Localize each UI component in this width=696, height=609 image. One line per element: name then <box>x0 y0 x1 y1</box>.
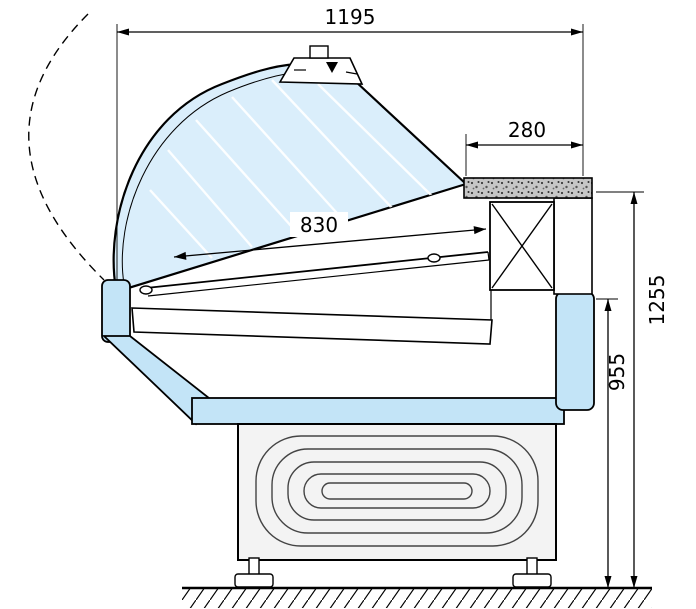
lower-band <box>191 397 565 425</box>
pivot-bolt-left <box>139 285 153 295</box>
glass-reflection-streaks <box>149 79 433 259</box>
display-deck <box>131 307 493 345</box>
dimension-label-1255: 1255 <box>645 275 669 326</box>
dimension-worktop-height: 955 <box>596 298 629 588</box>
rear-panel <box>555 291 595 411</box>
adjustable-feet <box>234 557 552 588</box>
machine-base <box>237 423 557 561</box>
dimension-label-830: 830 <box>300 213 338 237</box>
ground-hatching <box>182 589 652 608</box>
dimension-deck-length: 830 <box>173 212 487 260</box>
case-body-panels <box>101 279 595 426</box>
glass-inner-edge <box>121 71 299 285</box>
ventilation-grille <box>255 435 539 547</box>
rear-wall <box>553 197 593 295</box>
ground-line <box>182 586 652 608</box>
speckled-counter-top <box>463 177 593 199</box>
rear-counter-structure <box>463 177 593 295</box>
dimension-overall-width: 1195 <box>116 5 584 280</box>
canopy-arrow-mark <box>326 62 338 73</box>
glass-swing-open-path <box>28 13 105 281</box>
dimension-label-1195: 1195 <box>325 5 376 29</box>
curved-glass-front <box>112 62 468 292</box>
glass-support-arm <box>139 251 492 320</box>
dimension-rear-depth: 280 <box>465 118 583 176</box>
front-bumper <box>101 279 131 343</box>
dimension-overall-height: 1255 <box>596 191 669 588</box>
dimension-label-280: 280 <box>508 118 546 142</box>
dimension-label-955: 955 <box>605 353 629 391</box>
pivot-bolt-right <box>427 253 441 263</box>
top-canopy-fixture <box>278 45 364 85</box>
